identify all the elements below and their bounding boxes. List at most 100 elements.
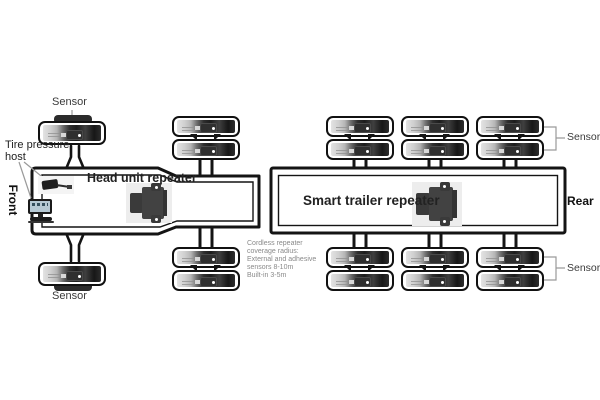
tire-photo xyxy=(331,120,389,133)
tire-sidewall-text xyxy=(336,147,349,154)
wheel-with-tire-sensor xyxy=(38,121,106,145)
dual-wheel-connector-mark xyxy=(344,134,351,141)
tire-sidewall-text xyxy=(411,124,424,131)
dual-wheel-connector-mark xyxy=(368,134,375,141)
tire-pressure-host-label-line2: host xyxy=(5,151,26,163)
tire-sidewall-text xyxy=(411,147,424,154)
tire-photo xyxy=(331,143,389,156)
dual-wheel-connector-mark xyxy=(494,265,501,272)
monitor-screen-icon xyxy=(30,201,50,212)
head-unit-repeater-device-icon xyxy=(126,183,172,223)
wheel-with-tire-sensor xyxy=(401,270,469,291)
tire-sidewall-text xyxy=(411,278,424,285)
wheel-with-tire-sensor xyxy=(326,270,394,291)
tire-photo xyxy=(406,120,464,133)
tire-photo xyxy=(481,120,539,133)
wheel-with-tire-sensor xyxy=(476,270,544,291)
coverage-note-line: Built-in 3-5m xyxy=(247,272,287,279)
wheel-with-tire-sensor xyxy=(326,116,394,137)
repeater-mount-tab-icon xyxy=(439,217,450,226)
repeater-mount-icon xyxy=(452,189,457,219)
wheel-with-tire-sensor xyxy=(401,116,469,137)
tire-sidewall-text xyxy=(336,278,349,285)
tire-photo xyxy=(43,266,101,282)
tire-sensor-icon xyxy=(424,254,446,264)
tpms-display-monitor-icon xyxy=(26,197,58,224)
tire-sidewall-text xyxy=(486,255,499,262)
tire-sidewall-text xyxy=(182,124,195,131)
tire-photo xyxy=(331,274,389,287)
tire-sensor-icon xyxy=(349,146,371,156)
tire-sidewall-text xyxy=(182,278,195,285)
repeater-body-icon xyxy=(129,192,143,214)
tire-sensor-icon xyxy=(195,123,217,133)
dual-wheel-connector-mark xyxy=(518,134,525,141)
wheel-with-tire-sensor xyxy=(38,262,106,286)
tire-photo xyxy=(177,274,235,287)
wheel-with-tire-sensor xyxy=(476,139,544,160)
wheel-with-tire-sensor xyxy=(476,247,544,268)
tire-photo xyxy=(43,125,101,141)
tire-photo xyxy=(177,143,235,156)
coverage-note-line: coverage radius: xyxy=(247,248,299,255)
tire-sidewall-text xyxy=(486,124,499,131)
head-unit-repeater-label: Head unit repeater xyxy=(87,171,197,185)
tire-sidewall-text xyxy=(182,147,195,154)
tire-sensor-icon xyxy=(499,123,521,133)
tire-sidewall-text xyxy=(336,124,349,131)
dual-wheel-connector-mark xyxy=(214,134,221,141)
tire-tread xyxy=(54,115,92,124)
dongle-body-icon xyxy=(41,178,59,191)
wheel-with-tire-sensor xyxy=(476,116,544,137)
wheel-with-tire-sensor xyxy=(172,270,240,291)
tire-sensor-icon xyxy=(61,130,83,140)
dual-wheel-connector-mark xyxy=(419,134,426,141)
coverage-note-line: Cordless repeater xyxy=(247,240,303,247)
tire-pressure-host-label: Tire pressure host xyxy=(5,139,69,163)
tire-sidewall-text xyxy=(411,255,424,262)
dual-wheel-connector-mark xyxy=(443,134,450,141)
sensor-label-front-top: Sensor xyxy=(52,96,87,108)
tire-photo xyxy=(406,251,464,264)
tire-sidewall-text xyxy=(182,255,195,262)
tire-photo xyxy=(481,274,539,287)
tire-tread xyxy=(54,282,92,291)
front-axle-forks xyxy=(64,144,86,263)
dual-wheel-connector-mark xyxy=(214,265,221,272)
tire-photo xyxy=(406,274,464,287)
repeater-mount-tab-icon xyxy=(151,215,161,223)
wheel-with-tire-sensor xyxy=(401,139,469,160)
repeater-mount-tab-icon xyxy=(439,182,450,191)
tire-sensor-icon xyxy=(349,277,371,287)
tire-photo xyxy=(406,143,464,156)
tire-sensor-icon xyxy=(424,146,446,156)
tire-sensor-icon xyxy=(61,271,83,281)
repeater-mount-icon xyxy=(162,190,167,216)
dual-wheel-connector-mark xyxy=(518,265,525,272)
monitor-base-icon xyxy=(30,217,52,221)
tire-sensor-icon xyxy=(424,123,446,133)
dual-wheel-connector-mark xyxy=(368,265,375,272)
tire-pressure-host-label-line1: Tire pressure xyxy=(5,139,70,151)
tire-sensor-icon xyxy=(195,277,217,287)
coverage-note-line: External and adhesive xyxy=(247,256,317,263)
tire-photo xyxy=(481,251,539,264)
smart-trailer-repeater-device-icon xyxy=(412,182,462,226)
tire-sidewall-text xyxy=(486,278,499,285)
tire-sensor-icon xyxy=(195,146,217,156)
repeater-body-icon xyxy=(429,186,453,222)
dongle-connector-icon xyxy=(67,185,72,189)
repeater-body-icon xyxy=(141,187,164,219)
wheel-with-tire-sensor xyxy=(172,139,240,160)
monitor-base-icon xyxy=(28,221,54,223)
tire-photo xyxy=(331,251,389,264)
wheel-with-tire-sensor xyxy=(172,247,240,268)
tire-sensor-icon xyxy=(499,146,521,156)
wheel-with-tire-sensor xyxy=(172,116,240,137)
coverage-note: Cordless repeater coverage radius: Exter… xyxy=(247,240,316,280)
wheel-with-tire-sensor xyxy=(401,247,469,268)
tire-sensor-icon xyxy=(499,277,521,287)
dual-wheel-connector-mark xyxy=(190,134,197,141)
